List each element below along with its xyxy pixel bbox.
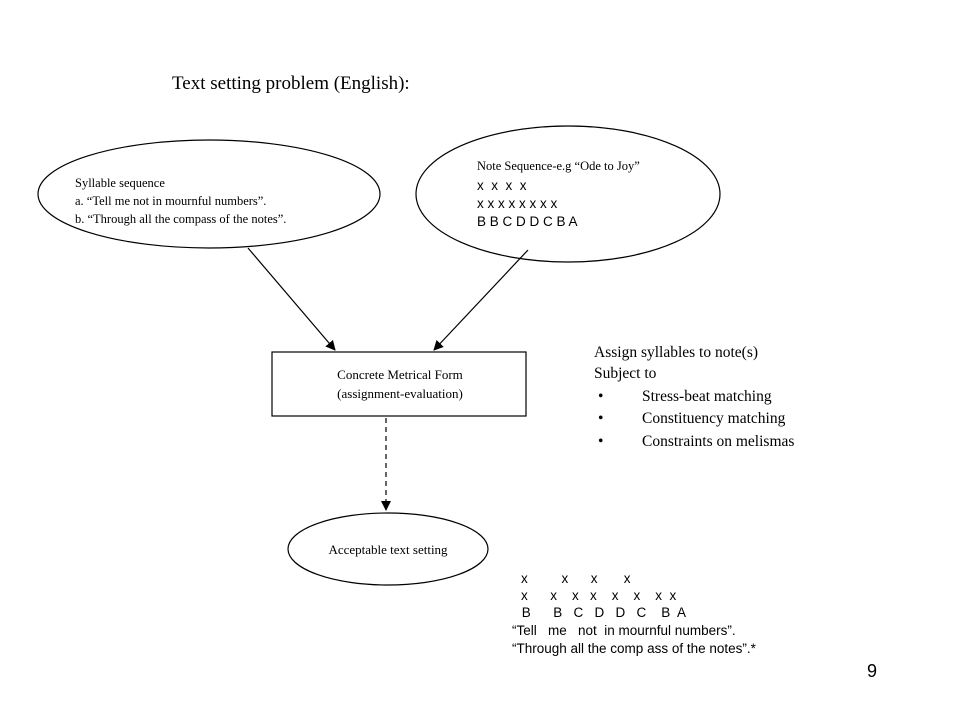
assign-intro: Assign syllables to note(s): [594, 344, 759, 361]
alignment-x-row: x x x x x x x x: [521, 588, 677, 603]
metrical-form-box: [271, 351, 527, 417]
bullet-icon: •: [598, 433, 604, 450]
arrow-notes-to-form: [433, 249, 529, 351]
syllable-heading: Syllable sequence: [75, 176, 165, 190]
note-sequence-ellipse: [415, 125, 721, 263]
constraint-item: Constituency matching: [642, 410, 786, 427]
alignment-text-b: “Through all the comp ass of the notes”.…: [512, 641, 756, 656]
acceptable-setting-label: Acceptable text setting: [328, 542, 448, 557]
syllable-line-a: a. “Tell me not in mournful numbers”.: [75, 194, 267, 208]
subject-to: Subject to: [594, 365, 657, 382]
note-sequence-heading: Note Sequence-e.g “Ode to Joy”: [477, 159, 640, 173]
arrow-syllables-to-form: [247, 247, 336, 351]
constraint-item: Constraints on melismas: [642, 433, 795, 450]
constraint-item: Stress-beat matching: [642, 388, 772, 405]
syllable-sequence-ellipse: [37, 139, 381, 249]
page-number: 9: [867, 661, 878, 681]
acceptable-setting-ellipse: [287, 512, 489, 586]
bullet-icon: •: [598, 388, 604, 405]
slide-title: Text setting problem (English):: [172, 73, 410, 94]
note-letters-row: B B C D D C B A: [477, 214, 578, 229]
note-x-row: x x x x x x x x: [477, 196, 558, 211]
metrical-form-line2: (assignment-evaluation): [337, 386, 463, 401]
alignment-beats-row: x x x x: [521, 571, 631, 586]
metrical-form-line1: Concrete Metrical Form: [337, 367, 463, 382]
syllable-line-b: b. “Through all the compass of the notes…: [75, 212, 287, 226]
alignment-text-a: “Tell me not in mournful numbers”.: [512, 623, 736, 638]
bullet-icon: •: [598, 410, 604, 427]
note-beats-row: x x x x: [477, 178, 527, 193]
alignment-notes-row: B B C D D C B A: [518, 605, 687, 620]
